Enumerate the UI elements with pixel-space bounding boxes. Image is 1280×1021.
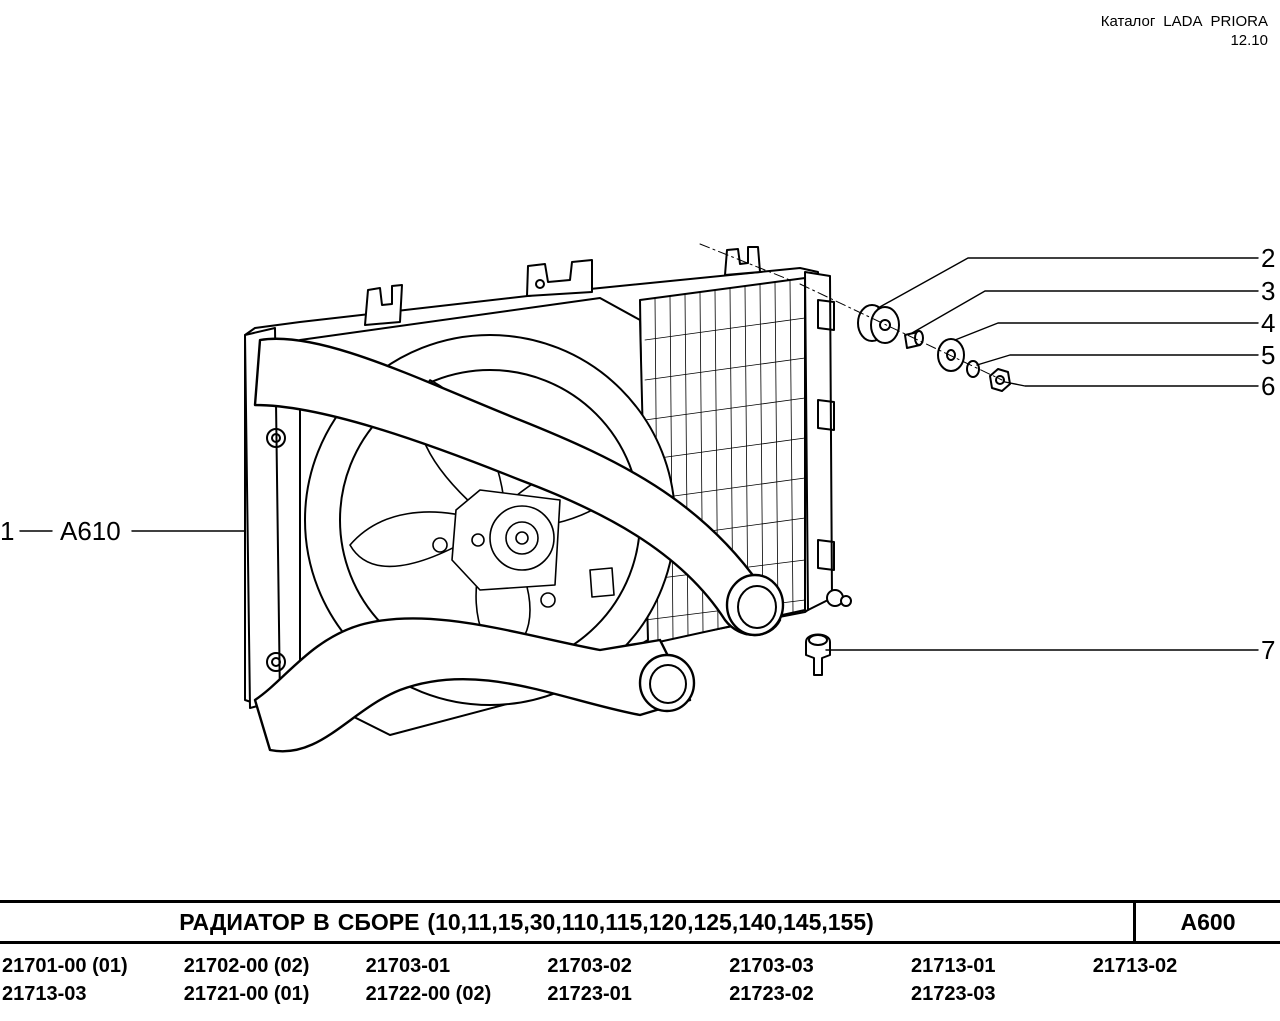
assembly-title: РАДИАТОР В СБОРЕ (10,11,15,30,110,115,12… <box>0 903 1133 941</box>
nut-part-6 <box>989 368 1011 392</box>
catalog-date: 12.10 <box>1230 32 1268 49</box>
radiator-assembly-drawing: 2 3 4 5 6 7 1 A610 <box>0 243 1275 753</box>
drain-plug-part-7 <box>805 633 831 676</box>
mounting-brackets <box>364 246 761 326</box>
callout-4: 4 <box>1261 308 1275 338</box>
catalog-label: Каталог <box>1100 13 1156 30</box>
model-cell: 21701-00 (01) <box>2 954 128 977</box>
model-cell: 21723-03 <box>910 982 996 1005</box>
model-cell: 21723-02 <box>729 982 814 1005</box>
callout-1: 1 <box>0 516 14 546</box>
model-cell: 21713-01 <box>910 954 996 977</box>
model-cell: 21721-00 (01) <box>183 982 310 1005</box>
model-list: 21701-00 (01) 21702-00 (02) 21703-01 217… <box>0 944 1280 1008</box>
title-variants: (10,11,15,30,110,115,120,125,140,145,155… <box>427 908 874 935</box>
assembly-code: A600 <box>1133 903 1280 941</box>
model-row-2: 21713-03 21721-00 (01) 21722-00 (02) 217… <box>0 980 1280 1008</box>
spacer-sleeve-part-3 <box>904 330 924 349</box>
callout-leaders <box>19 257 1259 651</box>
title-word-1: РАДИАТОР <box>179 908 306 935</box>
callout-7: 7 <box>1261 635 1275 665</box>
assembly-code-a610: A610 <box>60 516 121 546</box>
model-cell: 21703-02 <box>547 954 632 977</box>
model-cell: 21703-03 <box>729 954 814 977</box>
model-row-1: 21701-00 (01) 21702-00 (02) 21703-01 217… <box>0 952 1280 980</box>
title-word-2: В <box>313 908 330 935</box>
catalog-footer: РАДИАТОР В СБОРЕ (10,11,15,30,110,115,12… <box>0 900 1280 1008</box>
catalog-title: Каталог LADA PRIORA <box>1101 12 1268 31</box>
model-cell: 21722-00 (02) <box>365 982 492 1005</box>
spring-washer-part-5 <box>966 360 980 378</box>
callout-5: 5 <box>1261 340 1275 370</box>
drain-tap <box>826 589 852 607</box>
model-cell: 21713-02 <box>1092 954 1178 977</box>
lower-radiator-hose <box>253 617 696 753</box>
model-cell: 21702-00 (02) <box>183 954 310 977</box>
catalog-model: PRIORA <box>1210 13 1268 30</box>
washer-part-4 <box>937 338 965 372</box>
title-row: РАДИАТОР В СБОРЕ (10,11,15,30,110,115,12… <box>0 900 1280 944</box>
model-cell: 21713-03 <box>2 982 87 1005</box>
model-cell: 21723-01 <box>547 982 632 1005</box>
mounting-cushion-part-2 <box>857 304 900 344</box>
title-word-3: СБОРЕ <box>337 908 420 935</box>
mounting-axis-line <box>699 243 1003 381</box>
catalog-header: Каталог LADA PRIORA 12.10 <box>1101 12 1268 50</box>
callout-6: 6 <box>1261 371 1275 401</box>
upper-radiator-hose <box>253 337 785 637</box>
catalog-brand: LADA <box>1163 13 1203 30</box>
callout-3: 3 <box>1261 276 1275 306</box>
callout-2: 2 <box>1261 243 1275 273</box>
model-cell: 21703-01 <box>365 954 451 977</box>
